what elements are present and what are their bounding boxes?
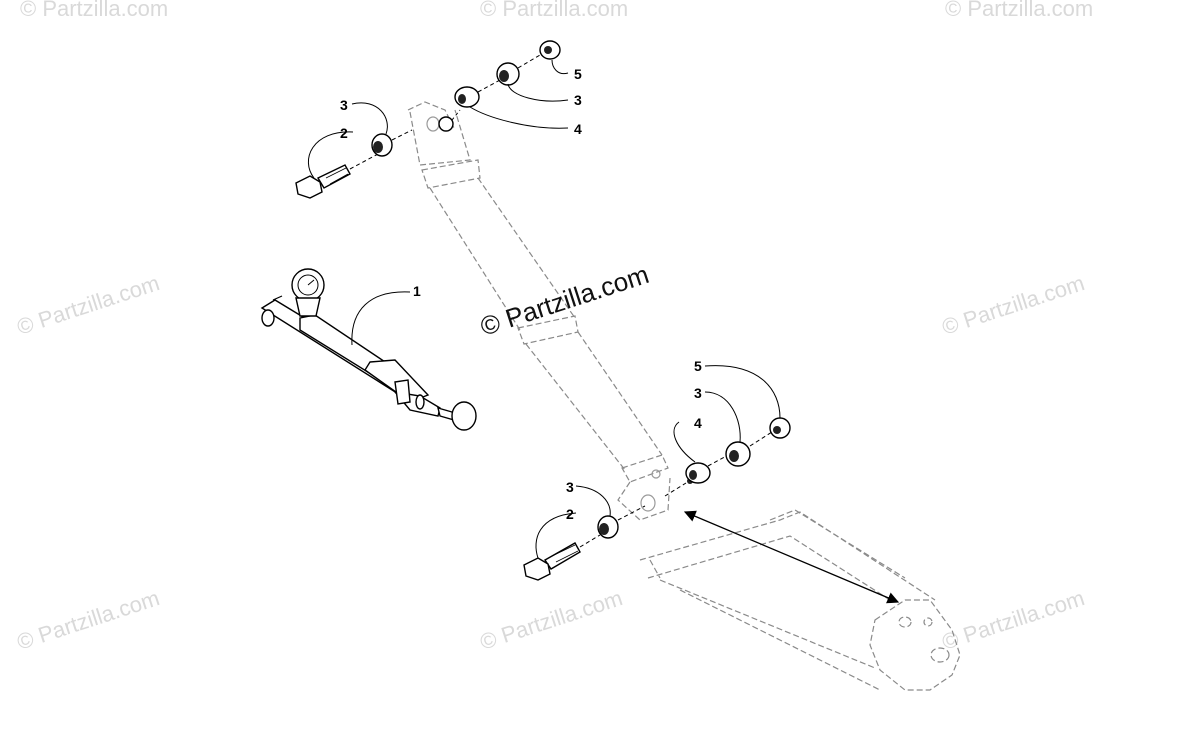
callout-2-lower: 2 [566, 506, 574, 522]
callout-4-upper: 4 [574, 121, 582, 137]
watermark-text: © Partzilla.com [14, 585, 163, 655]
callout-labels: 1 2 3 5 3 4 5 3 4 3 2 [340, 66, 702, 522]
callout-3-lower-left: 3 [566, 479, 574, 495]
bushing-icon [454, 86, 480, 108]
lower-hardware [523, 417, 791, 581]
cap-nut-icon [539, 40, 561, 60]
cap-nut-icon [769, 417, 791, 439]
watermark-text: © Partzilla.com [945, 0, 1093, 21]
watermark-text: © Partzilla.com [477, 585, 626, 655]
callout-3-lower-right: 3 [694, 385, 702, 401]
spacer-icon [725, 441, 751, 467]
watermark-center-text: © Partzilla.com [477, 259, 653, 342]
callout-2-upper: 2 [340, 125, 348, 141]
callout-1: 1 [413, 283, 421, 299]
watermark-text: © Partzilla.com [480, 0, 628, 21]
upper-hardware [295, 40, 561, 199]
air-pump-gauge-icon [260, 268, 477, 431]
a-arm-icon [639, 509, 961, 691]
flange-bolt-icon [523, 542, 581, 581]
callout-5-lower: 5 [694, 358, 702, 374]
watermark-text: © Partzilla.com [939, 585, 1088, 655]
watermark-text: © Partzilla.com [20, 0, 168, 21]
callout-3-upper-left: 3 [340, 97, 348, 113]
callout-leaders [308, 59, 781, 559]
flange-bolt-icon [295, 164, 351, 199]
measurement-arrow-icon [683, 510, 900, 604]
watermark-text: © Partzilla.com [14, 270, 163, 340]
spacer-icon [496, 62, 520, 86]
callout-4-lower: 4 [694, 415, 702, 431]
spacer-icon [371, 133, 393, 157]
spacer-icon [597, 515, 619, 539]
shock-absorber-icon [407, 101, 671, 521]
callout-3-upper-right: 3 [574, 92, 582, 108]
watermark-text: © Partzilla.com [939, 270, 1088, 340]
bushing-icon [685, 462, 711, 484]
callout-5-upper: 5 [574, 66, 582, 82]
